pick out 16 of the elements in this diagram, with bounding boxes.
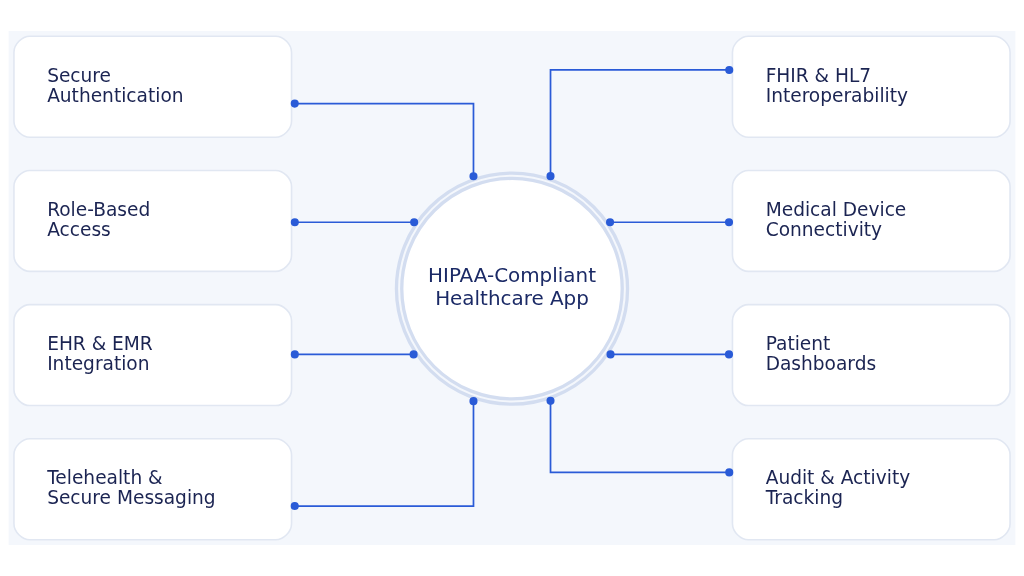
connector — [606, 350, 734, 359]
connector — [546, 65, 734, 181]
connector — [290, 99, 478, 181]
node-box: Medical Device Connectivity — [731, 169, 1011, 273]
node-box: Secure Authentication — [13, 35, 293, 139]
node-box: FHIR & HL7 Interoperability — [731, 35, 1011, 139]
node-box: Audit & Activity Tracking — [731, 437, 1011, 541]
node-box: Telehealth & Secure Messaging — [13, 437, 293, 541]
connector — [290, 397, 478, 511]
node-box: Role-Based Access — [13, 169, 293, 273]
connector — [606, 218, 734, 227]
node-box: Patient Dashboards — [731, 303, 1011, 407]
connector — [290, 218, 419, 227]
connector — [290, 350, 418, 359]
node-box: EHR & EMR Integration — [13, 303, 293, 407]
connector — [546, 396, 734, 477]
